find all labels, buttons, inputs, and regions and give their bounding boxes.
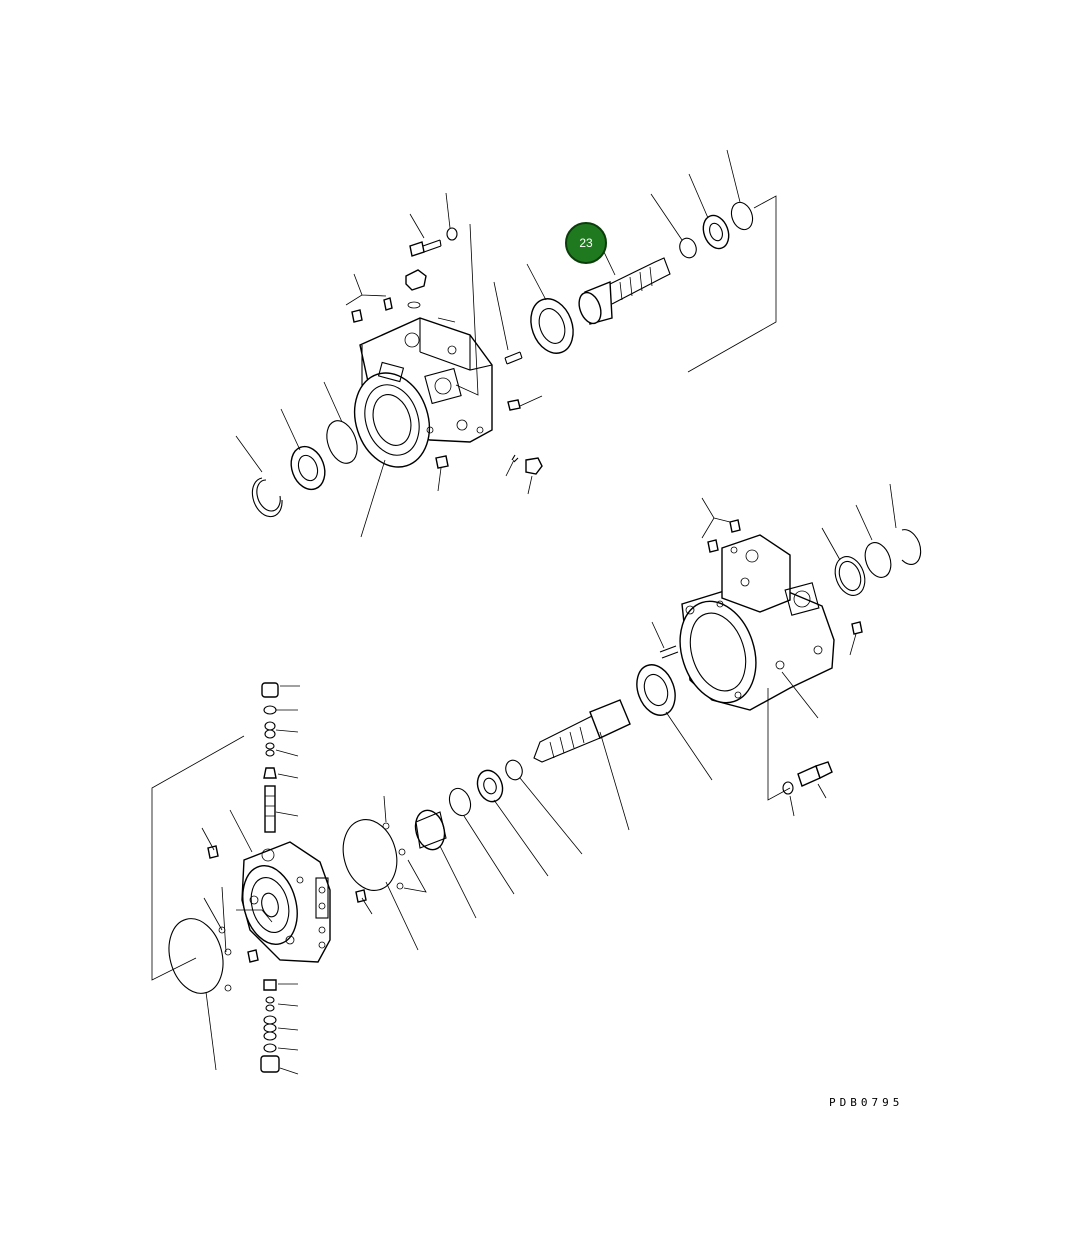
right-leader-lines (463, 483, 897, 895)
right-pump-housing (679, 534, 835, 711)
upper-pump-housing (353, 317, 493, 468)
lower-leader-lines (151, 685, 477, 1075)
lower-seals-and-gaskets (168, 809, 447, 994)
lower-spool-stack (260, 682, 280, 1073)
upper-leader-lines (235, 149, 777, 538)
right-small-parts (448, 519, 922, 817)
callout-badge-part-23[interactable]: 23 (565, 222, 607, 264)
lower-valve-block (241, 841, 331, 963)
drawing-code-label: PDB0795 (829, 1096, 904, 1109)
upper-small-parts (251, 201, 754, 518)
